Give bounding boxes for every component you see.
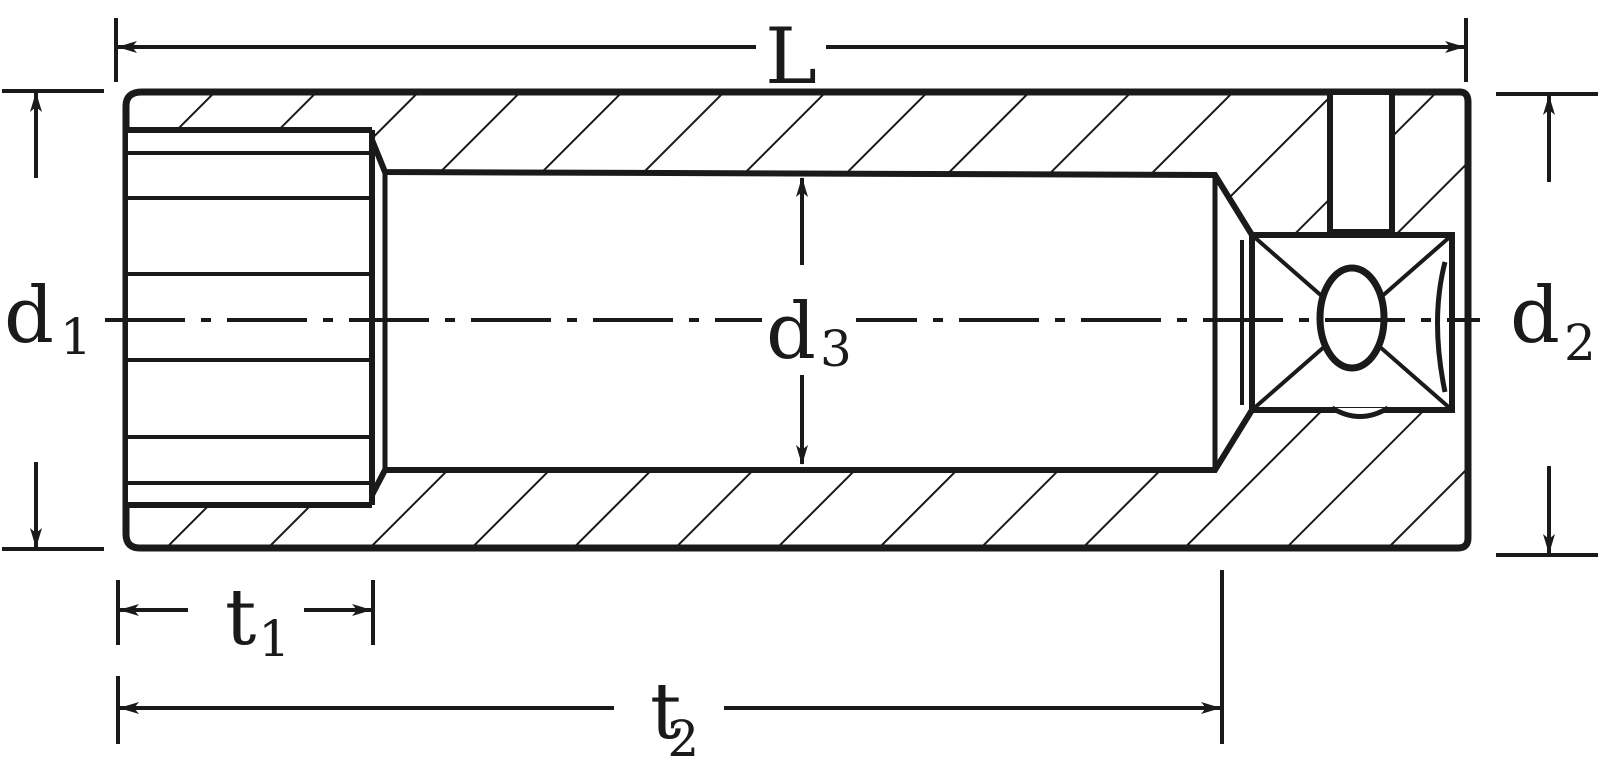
svg-text:d1: d1 bbox=[4, 271, 92, 366]
dimension-d2: d2 bbox=[1496, 92, 1598, 557]
label-t1-sub: 1 bbox=[258, 610, 290, 668]
label-t2-sub: 2 bbox=[667, 710, 699, 766]
outer-outline bbox=[122, 88, 1472, 552]
label-t1-main: t bbox=[225, 573, 256, 663]
label-d2-sub: 2 bbox=[1564, 314, 1596, 372]
label-d1-sub: 1 bbox=[60, 308, 92, 366]
top-wall-hatch bbox=[126, 92, 1468, 235]
label-t2-main: t bbox=[650, 667, 681, 757]
svg-text:d2: d2 bbox=[1510, 271, 1596, 372]
svg-text:d3: d3 bbox=[766, 287, 852, 378]
svg-text:t1: t1 bbox=[225, 573, 290, 668]
dimension-t1: t1 bbox=[116, 573, 375, 668]
label-d2-main: d bbox=[1510, 271, 1560, 361]
square-drive-cavity bbox=[1240, 95, 1455, 419]
label-d3-main: d bbox=[766, 287, 816, 377]
bottom-wall-hatch bbox=[126, 410, 1468, 548]
dimension-t2: t2 bbox=[116, 570, 1224, 766]
svg-text:t2: t2 bbox=[650, 667, 699, 766]
dimension-L: L bbox=[114, 12, 1468, 102]
label-L-main: L bbox=[765, 12, 817, 102]
svg-text:L: L bbox=[765, 12, 817, 102]
dimension-d3: d3 bbox=[762, 177, 856, 465]
twelve-point-socket-cavity bbox=[126, 127, 375, 508]
label-d3-sub: 3 bbox=[820, 320, 852, 378]
label-d1-main: d bbox=[4, 271, 54, 361]
cross-hole-slot bbox=[1327, 95, 1395, 235]
